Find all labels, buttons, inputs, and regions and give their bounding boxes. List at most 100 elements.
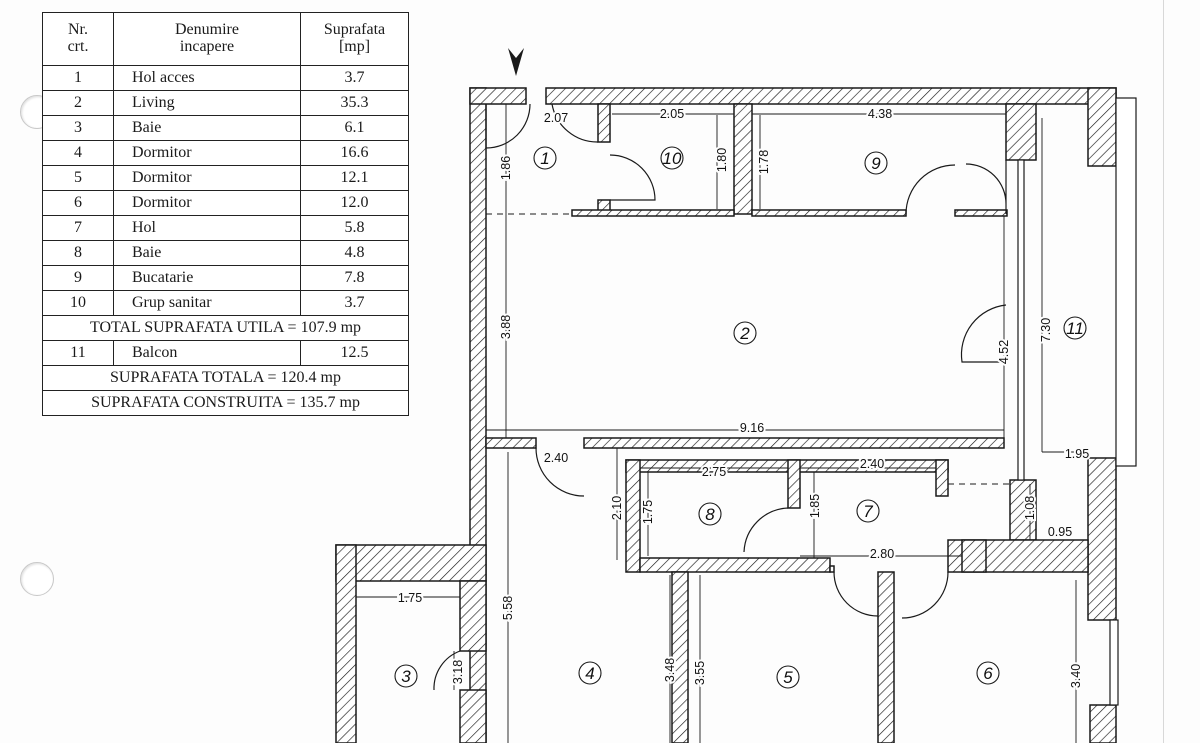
door-swings bbox=[433, 103, 1007, 691]
walls bbox=[335, 87, 1117, 743]
total-row: SUPRAFATA TOTALA = 120.4 mp bbox=[42, 365, 409, 391]
wall-kitchen-south bbox=[751, 209, 907, 217]
room-number-label: 1 bbox=[540, 149, 549, 168]
room-number-circle bbox=[733, 321, 757, 345]
room-number-circle bbox=[776, 665, 800, 689]
living-window-wall bbox=[1017, 159, 1025, 481]
wall-wc-south bbox=[571, 209, 735, 217]
wall-door-stub bbox=[829, 565, 835, 573]
page-edge-line bbox=[1163, 0, 1164, 743]
total-util-row-cell: TOTAL SUPRAFATA UTILA = 107.9 mp bbox=[42, 315, 409, 341]
door-balcony-swing bbox=[965, 160, 1007, 214]
cell-nr: 7 bbox=[42, 215, 114, 241]
room-number-circle bbox=[660, 146, 684, 170]
room-number-circle bbox=[1063, 316, 1087, 340]
balcony-window bbox=[1115, 97, 1137, 467]
wall-north-entry bbox=[469, 87, 527, 105]
dimension-label: 4.52 bbox=[997, 340, 1011, 364]
door-bath8-swing bbox=[743, 507, 789, 553]
door-kitchen-swing bbox=[905, 164, 956, 215]
total-util-row: TOTAL SUPRAFATA UTILA = 107.9 mp bbox=[42, 315, 409, 341]
dimension-label: 2.07 bbox=[544, 111, 568, 125]
wall-bath8-east bbox=[787, 459, 801, 509]
cell-name: Hol acces bbox=[113, 65, 301, 91]
room-number-label: 3 bbox=[401, 667, 411, 686]
wall-wc-west bbox=[597, 103, 611, 143]
door-living-balcony bbox=[960, 304, 1007, 363]
room-number-circle bbox=[533, 146, 557, 170]
cell-name: Balcon bbox=[113, 340, 301, 366]
wall-room5-6 bbox=[877, 571, 895, 743]
dimension-label: 3.88 bbox=[499, 315, 513, 339]
dimension-label: 1.08 bbox=[1023, 496, 1037, 520]
door-wc-swing bbox=[551, 103, 599, 143]
room-number-circle bbox=[698, 502, 722, 526]
wall-bath3-north bbox=[335, 544, 487, 582]
dimension-label: 9.16 bbox=[740, 421, 764, 435]
cell-nr: 4 bbox=[42, 140, 114, 166]
dimension-label: 2.40 bbox=[544, 451, 568, 465]
cell-area: 5.8 bbox=[300, 215, 409, 241]
room-number-circle bbox=[856, 499, 880, 523]
binder-hole-bottom bbox=[20, 562, 54, 596]
door-bath3-swing bbox=[433, 650, 461, 691]
dimension-label: 1.85 bbox=[808, 494, 822, 518]
wall-north bbox=[545, 87, 1117, 105]
room-number-label: 4 bbox=[585, 664, 594, 683]
wall-room4-5 bbox=[671, 571, 689, 743]
dimension-label: 2.40 bbox=[860, 457, 884, 471]
wall-bath8-north bbox=[625, 459, 949, 473]
dimension-label: 4.38 bbox=[868, 107, 892, 121]
cell-area: 3.7 bbox=[300, 65, 409, 91]
room-number-label: 2 bbox=[739, 324, 750, 343]
room-number-circle bbox=[578, 661, 602, 685]
dashed-lines bbox=[486, 213, 1088, 541]
wall-bath8-west bbox=[625, 459, 641, 573]
cell-area: 6.1 bbox=[300, 115, 409, 141]
dimension-label: 2.75 bbox=[702, 465, 726, 479]
cell-name: Baie bbox=[113, 115, 301, 141]
room-number-circle bbox=[394, 664, 418, 688]
dimension-label: 3.55 bbox=[693, 661, 707, 685]
cell-area: 3.7 bbox=[300, 290, 409, 316]
door-room4-swing bbox=[535, 447, 585, 497]
dimension-label: 5.58 bbox=[501, 596, 515, 620]
wall-kitchen-south-east bbox=[954, 209, 1008, 217]
dimension-label: 1.75 bbox=[398, 591, 422, 605]
wall-hall7-north-stub bbox=[935, 459, 949, 497]
cell-nr: 11 bbox=[42, 340, 114, 366]
wall-room6-door-jamb bbox=[961, 539, 987, 573]
total-row-cell: SUPRAFATA TOTALA = 120.4 mp bbox=[42, 365, 409, 391]
header-area: Suprafata[mp] bbox=[300, 12, 409, 66]
wall-kitchen-east bbox=[1005, 103, 1037, 161]
wall-bath3-east bbox=[459, 580, 487, 652]
built-row: SUPRAFATA CONSTRUITA = 135.7 mp bbox=[42, 390, 409, 416]
cell-name: Dormitor bbox=[113, 165, 301, 191]
dimension-label: 1.78 bbox=[757, 150, 771, 174]
built-row-cell: SUPRAFATA CONSTRUITA = 135.7 mp bbox=[42, 390, 409, 416]
room-number-label: 10 bbox=[663, 149, 682, 168]
door-room5-swing bbox=[833, 571, 879, 617]
dimension-label: 1.75 bbox=[641, 500, 655, 524]
cell-nr: 1 bbox=[42, 65, 114, 91]
wall-bath3-west bbox=[335, 544, 357, 743]
dimension-label: 2.80 bbox=[870, 547, 894, 561]
cell-name: Baie bbox=[113, 240, 301, 266]
wall-living-south-west bbox=[485, 437, 537, 449]
cell-nr: 5 bbox=[42, 165, 114, 191]
wall-north-east-pillar bbox=[1087, 87, 1117, 167]
cell-name: Bucatarie bbox=[113, 265, 301, 291]
dimension-label: 1.86 bbox=[499, 156, 513, 180]
